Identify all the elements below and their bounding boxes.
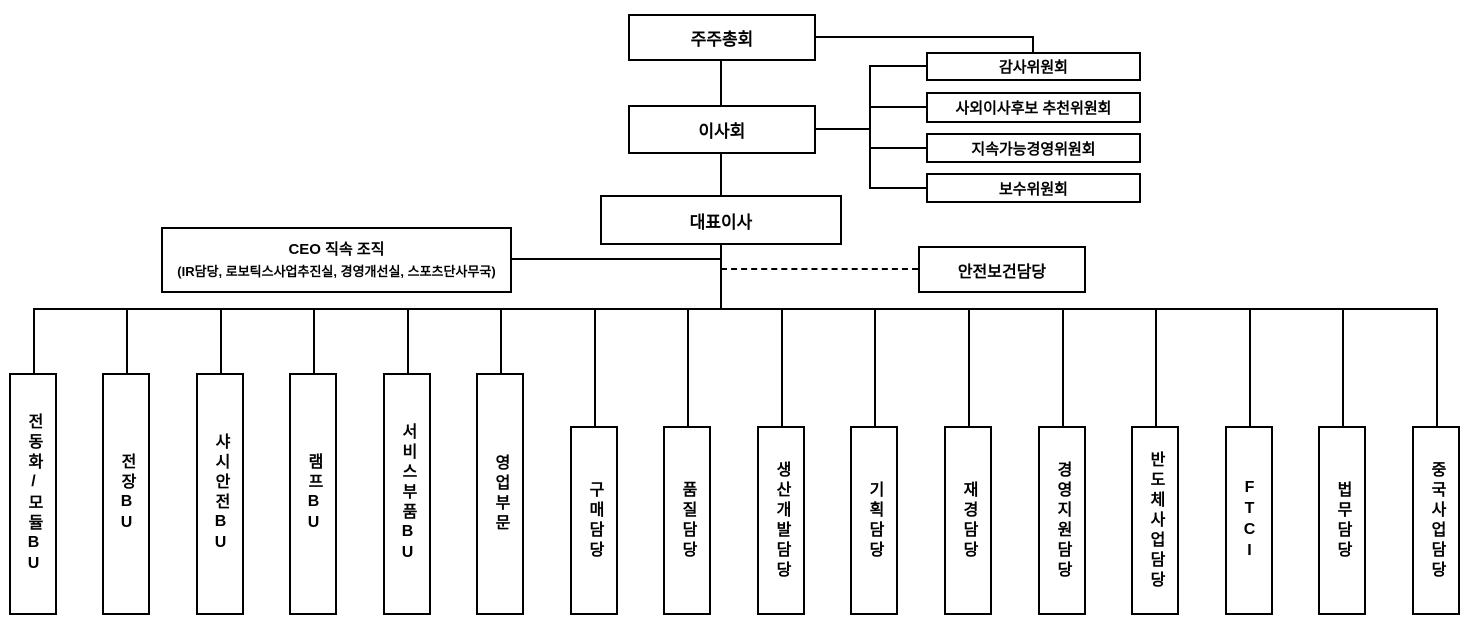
connector-line bbox=[1032, 36, 1034, 52]
division-node: 법무담당 bbox=[1318, 426, 1366, 615]
node-label: 보수위원회 bbox=[998, 180, 1068, 198]
connector-line bbox=[869, 147, 926, 149]
node-label: 사외이사후보 추천위원회 bbox=[955, 100, 1112, 117]
node-label: 주주총회 bbox=[690, 30, 754, 49]
node-safety-health: 안전보건담당 bbox=[918, 246, 1086, 293]
node-label: 반도체사업담당 bbox=[1147, 450, 1164, 591]
node-audit-committee: 감사위원회 bbox=[926, 52, 1141, 81]
node-label: 구매담당 bbox=[586, 480, 603, 561]
node-label: 안전보건담당 bbox=[957, 263, 1047, 281]
connector-line bbox=[869, 187, 926, 189]
connector-line bbox=[1062, 308, 1064, 426]
node-ceo-direct-org: CEO 직속 조직 (IR담당, 로보틱스사업추진실, 경영개선실, 스포츠단사… bbox=[161, 227, 512, 293]
node-label: 기획담당 bbox=[866, 480, 883, 561]
division-node: 서비스부품BU bbox=[383, 373, 431, 615]
connector-line bbox=[869, 65, 871, 188]
connector-dashed-line bbox=[721, 268, 918, 270]
connector-line bbox=[33, 308, 35, 373]
connector-line bbox=[1436, 308, 1438, 426]
node-label: 전장BU bbox=[118, 453, 135, 535]
division-node: 반도체사업담당 bbox=[1131, 426, 1179, 615]
connector-line bbox=[720, 61, 722, 105]
node-title: CEO 직속 조직 bbox=[288, 241, 385, 259]
division-node: FTCI bbox=[1225, 426, 1273, 615]
node-label: 생산개발담당 bbox=[773, 460, 790, 581]
node-label: 전동화/모듈BU bbox=[25, 412, 42, 576]
connector-line bbox=[781, 308, 783, 426]
node-label: 중국사업담당 bbox=[1428, 460, 1445, 581]
node-label: 지속가능경영위원회 bbox=[971, 140, 1096, 158]
division-node: 기획담당 bbox=[850, 426, 898, 615]
division-node: 구매담당 bbox=[570, 426, 618, 615]
connector-line bbox=[720, 154, 722, 195]
connector-line bbox=[500, 308, 502, 373]
node-label: 서비스부품BU bbox=[399, 423, 416, 565]
division-node: 전동화/모듈BU bbox=[9, 373, 57, 615]
node-label: 법무담당 bbox=[1334, 480, 1351, 561]
node-label: 램프BU bbox=[305, 453, 322, 535]
node-label: 재경담당 bbox=[960, 480, 977, 561]
node-compensation-committee: 보수위원회 bbox=[926, 173, 1141, 203]
node-label: 대표이사 bbox=[689, 212, 753, 232]
division-node: 샤시안전BU bbox=[196, 373, 244, 615]
node-shareholders-meeting: 주주총회 bbox=[628, 14, 816, 61]
division-node: 램프BU bbox=[289, 373, 337, 615]
connector-line bbox=[1249, 308, 1251, 426]
node-label: 샤시안전BU bbox=[212, 433, 229, 555]
connector-line bbox=[874, 308, 876, 426]
division-node: 경영지원담당 bbox=[1038, 426, 1086, 615]
division-node: 품질담당 bbox=[663, 426, 711, 615]
connector-line bbox=[720, 245, 722, 309]
connector-line bbox=[33, 308, 1437, 310]
node-board-of-directors: 이사회 bbox=[628, 105, 816, 154]
node-sustainability-management-committee: 지속가능경영위원회 bbox=[926, 133, 1141, 163]
division-node: 영업부문 bbox=[476, 373, 524, 615]
connector-line bbox=[687, 308, 689, 426]
connector-line bbox=[869, 65, 926, 67]
connector-line bbox=[512, 258, 721, 260]
connector-line bbox=[220, 308, 222, 373]
division-node: 중국사업담당 bbox=[1412, 426, 1460, 615]
division-node: 전장BU bbox=[102, 373, 150, 615]
node-label: 품질담당 bbox=[679, 480, 696, 561]
connector-line bbox=[594, 308, 596, 426]
connector-line bbox=[968, 308, 970, 426]
node-label: 이사회 bbox=[698, 122, 746, 141]
node-ceo: 대표이사 bbox=[600, 195, 842, 245]
connector-line bbox=[816, 128, 870, 130]
connector-line bbox=[1342, 308, 1344, 426]
division-node: 생산개발담당 bbox=[757, 426, 805, 615]
connector-line bbox=[816, 36, 1034, 38]
node-outside-director-nomination-committee: 사외이사후보 추천위원회 bbox=[926, 92, 1141, 123]
division-node: 재경담당 bbox=[944, 426, 992, 615]
connector-line bbox=[126, 308, 128, 373]
node-label: 영업부문 bbox=[492, 454, 509, 534]
connector-line bbox=[869, 106, 926, 108]
connector-line bbox=[313, 308, 315, 373]
connector-line bbox=[1155, 308, 1157, 426]
node-label: FTCI bbox=[1241, 478, 1258, 563]
connector-line bbox=[407, 308, 409, 373]
node-detail: (IR담당, 로보틱스사업추진실, 경영개선실, 스포츠단사무국) bbox=[177, 263, 496, 279]
node-label: 감사위원회 bbox=[998, 59, 1068, 76]
node-label: 경영지원담당 bbox=[1054, 460, 1071, 581]
